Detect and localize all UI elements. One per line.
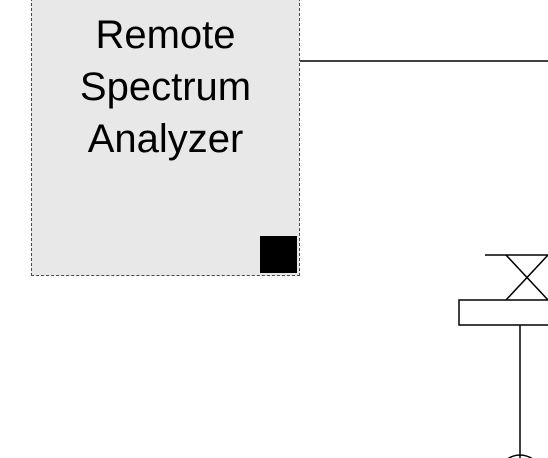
component-base-arc: [507, 454, 533, 458]
corner-marker-icon: [260, 236, 297, 273]
analyzer-label-line-2: Spectrum: [79, 65, 252, 109]
component-bar: [458, 299, 548, 326]
analyzer-label: Remote Spectrum Analyzer: [32, 9, 299, 165]
valve-symbol: [485, 254, 548, 301]
remote-spectrum-analyzer-block[interactable]: Remote Spectrum Analyzer: [31, 0, 300, 276]
analyzer-label-line-1: Remote: [95, 13, 236, 57]
analyzer-label-line-3: Analyzer: [87, 117, 244, 161]
